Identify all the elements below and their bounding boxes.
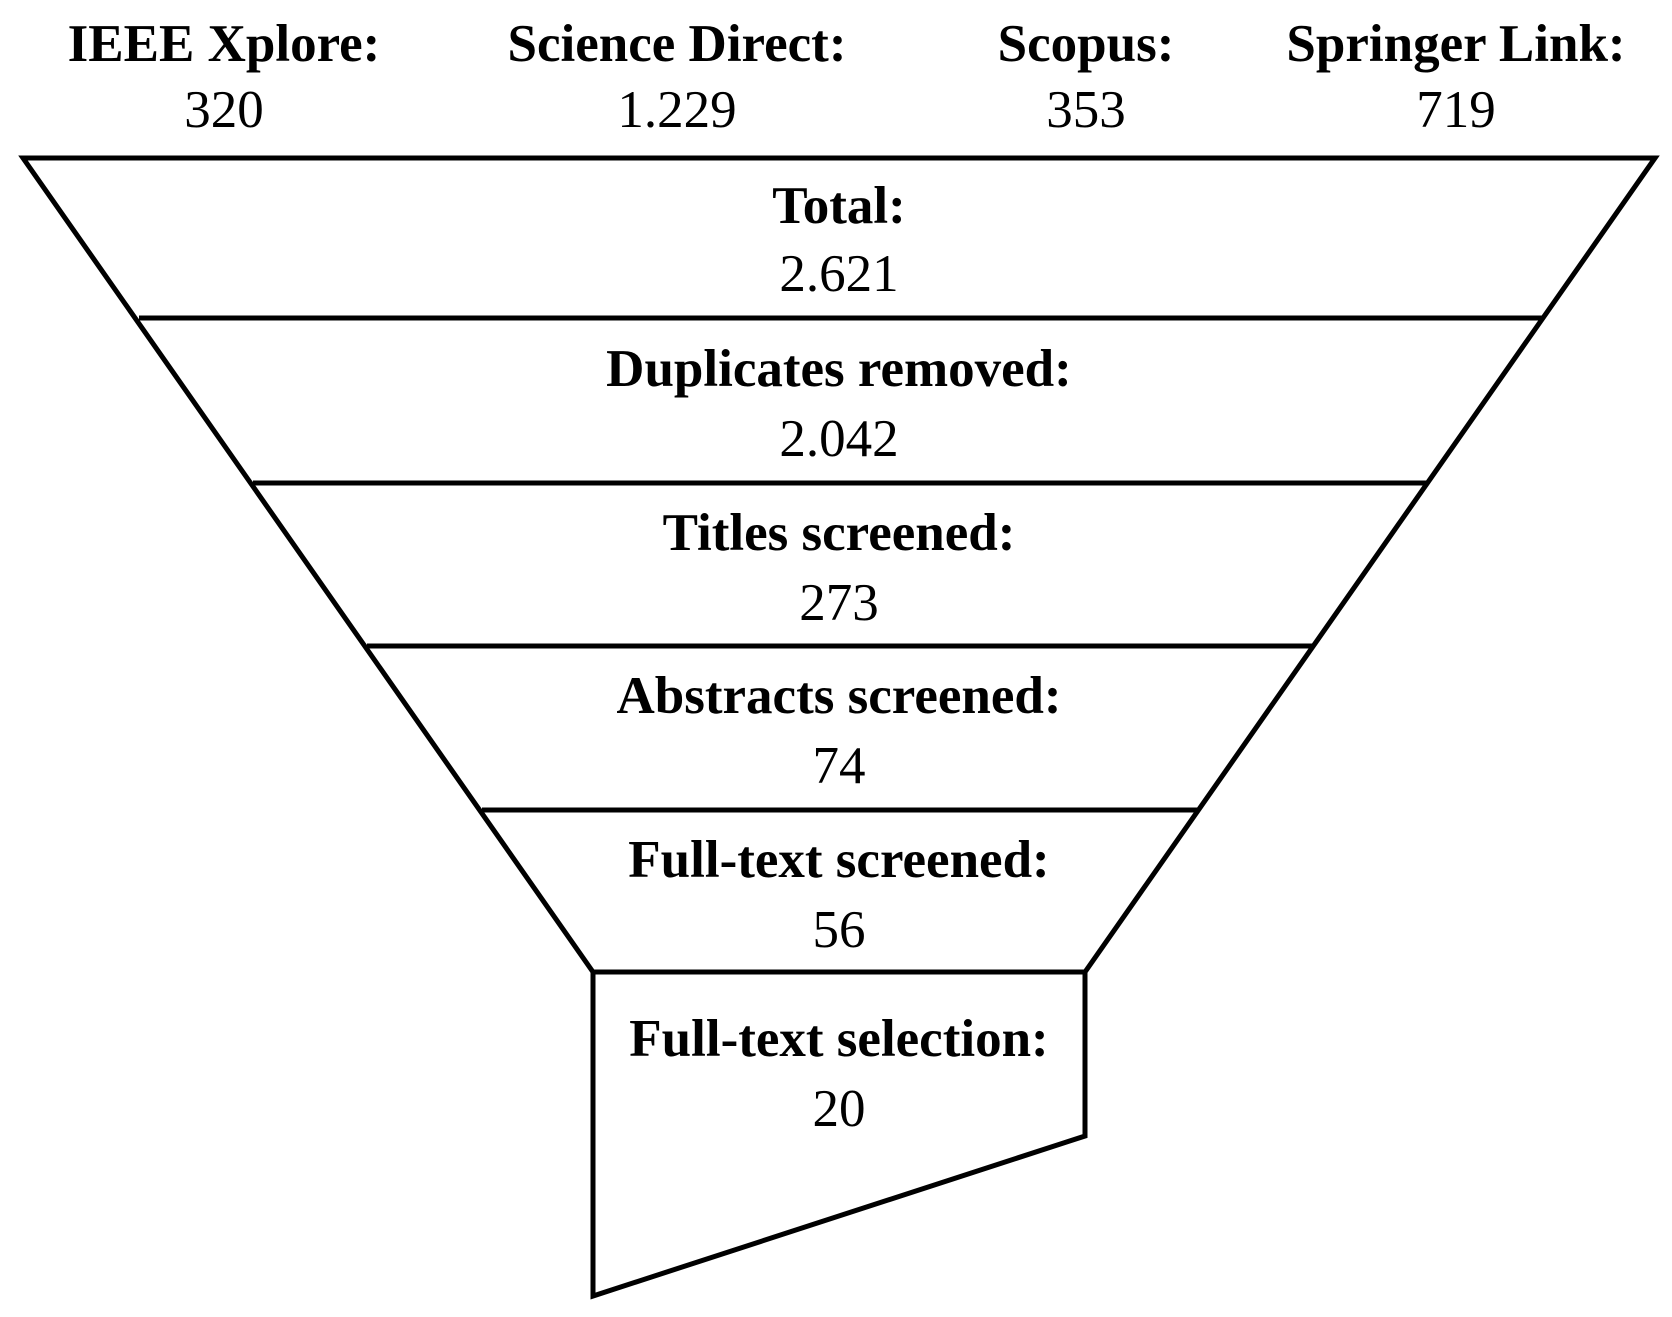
source-scopus-name: Scopus: [997, 15, 1175, 73]
stage-fulltext-label: Full-text screened: [628, 831, 1050, 889]
source-springer-name: Springer Link: [1286, 15, 1626, 73]
funnel-outlet [590, 969, 1088, 1300]
source-science-direct-count: 1.229 [617, 81, 737, 139]
stage-titles-label: Titles screened: [662, 504, 1016, 562]
source-springer-count: 719 [1416, 81, 1496, 139]
stage-total-count: 2.621 [779, 245, 899, 303]
stage-total-label: Total: [772, 177, 906, 235]
stage-duplicates-count: 2.042 [779, 410, 899, 468]
stage-abstracts-label: Abstracts screened: [616, 667, 1062, 725]
stage-fulltext-count: 56 [812, 901, 866, 959]
source-science-direct-name: Science Direct: [507, 15, 847, 73]
source-scopus-count: 353 [1046, 81, 1126, 139]
source-ieee-name: IEEE Xplore: [67, 15, 381, 73]
stage-titles-count: 273 [799, 574, 879, 632]
outlet-count: 20 [812, 1080, 866, 1138]
source-ieee-count: 320 [184, 81, 264, 139]
stage-duplicates-label: Duplicates removed: [606, 340, 1072, 398]
stage-abstracts-count: 74 [812, 737, 866, 795]
outlet-label: Full-text selection: [629, 1010, 1049, 1068]
